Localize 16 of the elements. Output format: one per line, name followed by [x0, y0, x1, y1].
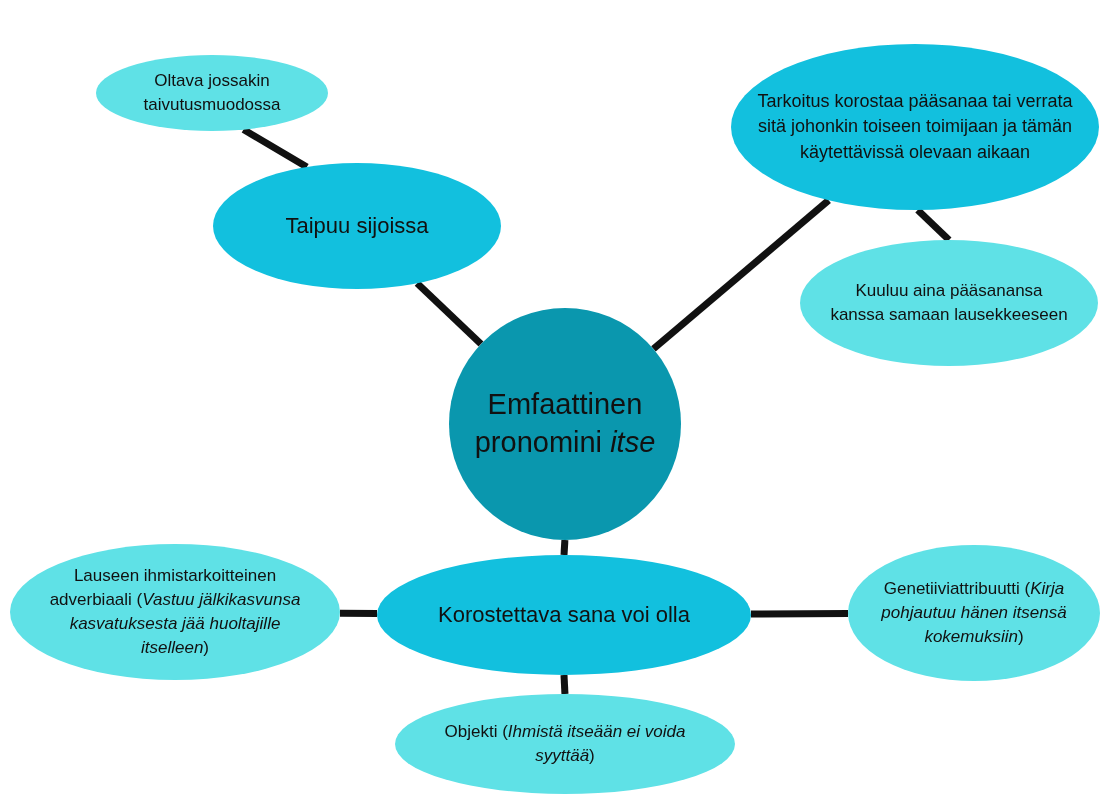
node-text: Emfaattinen pronomini itse: [473, 387, 657, 460]
connector-line: [651, 197, 831, 352]
node-text: Kuuluu aina pääsanansa kanssa samaan lausekkeeseen: [830, 280, 1068, 326]
connector-line: [560, 674, 569, 695]
node-text: Objekti (Ihmistä itseään ei voida syyttää): [443, 721, 687, 767]
connector-line: [915, 207, 952, 243]
node-text: Oltava jossakin taivutusmuodossa: [142, 70, 282, 116]
connector-line: [414, 280, 484, 347]
node-text: Korostettava sana voi olla: [438, 600, 690, 629]
connector-line: [560, 539, 569, 556]
node-text: Genetiiviattribuutti (Kirja pohjautuu hänen itsensä kokemuksiin): [880, 578, 1068, 648]
connector-line: [339, 609, 378, 618]
connector-line: [750, 610, 849, 618]
node-text: Tarkoitus korostaa pääsanaa tai verrata sitä johonkin toiseen toimijaan ja tämän käytettävissä olevaan aikaan: [756, 90, 1074, 164]
node-text: Lauseen ihmistarkoitteinen adverbiaali (Vastuu jälkikasvunsa kasvatuksesta jää huoltajille itselleen): [48, 565, 302, 659]
node-text: Taipuu sijoissa: [285, 211, 429, 240]
